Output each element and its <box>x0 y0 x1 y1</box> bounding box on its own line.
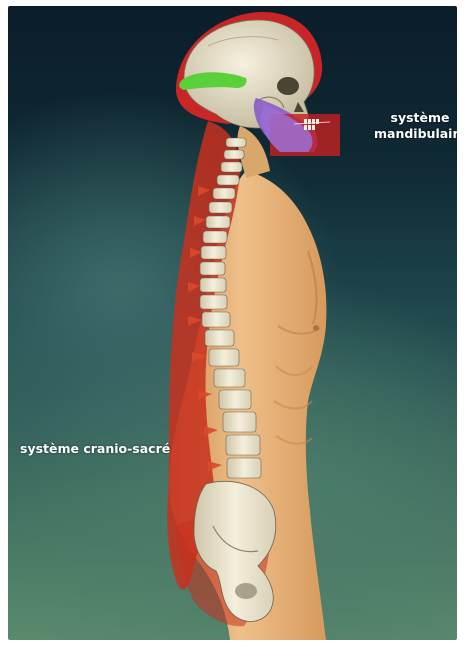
illustration-frame: système mandibulaire système cranio-sacr… <box>8 6 457 640</box>
mandibular-label-line2: mandibulaire <box>374 126 457 142</box>
anatomy-illustration <box>8 6 457 640</box>
craniosacral-system-label: système cranio-sacré <box>20 441 170 456</box>
mandibular-label-line1: système <box>374 110 457 126</box>
mandibular-system-label: système mandibulaire <box>374 110 457 142</box>
